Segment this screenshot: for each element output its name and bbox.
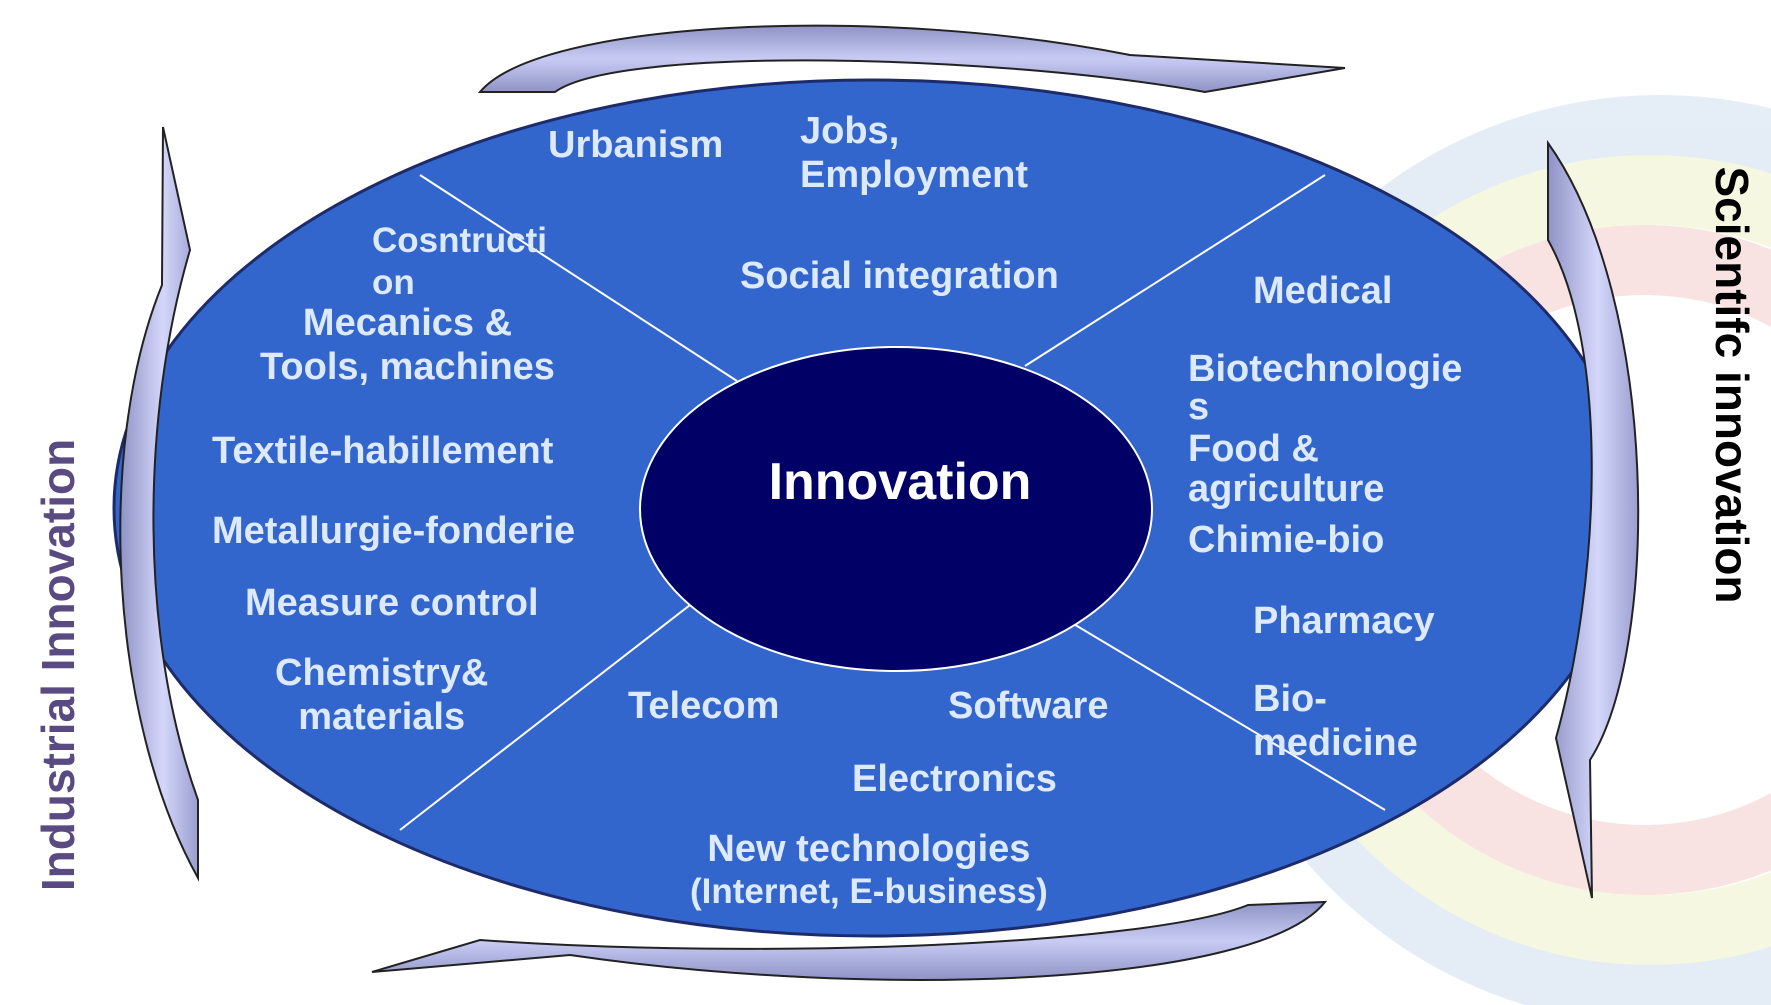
- construction-label-line2: on: [372, 263, 415, 302]
- food-agriculture-label: Food & agriculture: [1188, 428, 1385, 510]
- jobs-label-line2: Employment: [800, 153, 1029, 196]
- mecanics-label-line1: Mecanics &: [302, 302, 513, 344]
- new-technologies-label-line1: New technologies: [707, 828, 1031, 870]
- industrial-innovation-label: Industrial Innovation: [32, 438, 84, 892]
- chemistry-label-line2: materials: [298, 695, 466, 738]
- food-label-line1: Food &: [1188, 428, 1319, 470]
- mecanics-label-line2: Tools, machines: [260, 345, 555, 388]
- electronics-label: Electronics: [852, 758, 1057, 800]
- left-arrow: [119, 126, 199, 882]
- biotech-label-line1: Biotechnologie: [1188, 348, 1463, 390]
- textile-label: Textile-habillement: [212, 430, 554, 472]
- construction-label-line1: Cosntructi: [372, 221, 547, 260]
- biomedicine-label: Bio- medicine: [1253, 678, 1418, 765]
- new-technologies-label-line2: (Internet, E-business): [690, 871, 1048, 911]
- top-arrow: [477, 24, 1346, 94]
- biotech-label-line2: s: [1188, 386, 1210, 428]
- sector-dividers: [399, 174, 1386, 831]
- urbanism-label: Urbanism: [548, 124, 724, 166]
- pharmacy-label: Pharmacy: [1253, 600, 1435, 642]
- biotech-label: Biotechnologie s: [1188, 350, 1462, 426]
- chemistry-label: Chemistry& materials: [275, 652, 488, 739]
- biomedicine-label-line1: Bio-: [1253, 678, 1327, 720]
- jobs-label: Jobs, Employment: [800, 110, 1028, 197]
- measure-control-label: Measure control: [245, 582, 539, 624]
- bottom-arrow: [371, 900, 1328, 981]
- scientific-innovation-label: Scientifc innovation: [1706, 166, 1758, 604]
- food-label-line2: agriculture: [1188, 467, 1385, 510]
- metallurgie-label: Metallurgie-fonderie: [212, 510, 576, 552]
- chemistry-label-line1: Chemistry&: [275, 652, 489, 694]
- medical-label: Medical: [1253, 270, 1393, 312]
- new-technologies-label: New technologies (Internet, E-business): [690, 828, 1048, 912]
- innovation-center-label: Innovation: [768, 453, 1032, 511]
- software-label: Software: [948, 685, 1109, 727]
- social-integration-label: Social integration: [740, 255, 1059, 297]
- construction-label: Cosntructi on: [372, 220, 547, 304]
- right-arrow: [1547, 139, 1640, 899]
- telecom-label: Telecom: [628, 685, 780, 727]
- biomedicine-label-line2: medicine: [1253, 721, 1418, 764]
- mecanics-label: Mecanics & Tools, machines: [260, 302, 555, 389]
- jobs-label-line1: Jobs,: [800, 110, 900, 152]
- inner-ellipse: [639, 346, 1153, 672]
- chimie-bio-label: Chimie-bio: [1188, 519, 1385, 561]
